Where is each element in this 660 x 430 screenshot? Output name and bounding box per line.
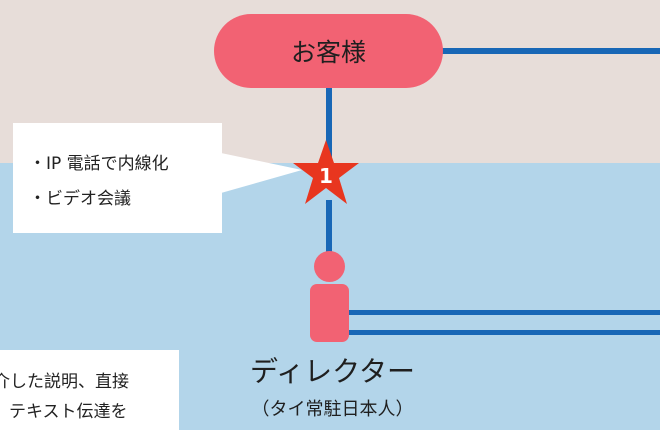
vertical-connector-upper bbox=[326, 80, 332, 170]
marker-number: 1 bbox=[319, 164, 333, 188]
director-connector-line-2 bbox=[347, 330, 660, 335]
director-connector-line-1 bbox=[347, 310, 660, 315]
callout-list: IP 電話で内線化 ビデオ会議 bbox=[13, 123, 222, 217]
star-marker-icon: 1 bbox=[293, 140, 359, 204]
director-subtitle: （タイ常駐日本人） bbox=[251, 399, 414, 420]
customer-connector-line bbox=[442, 48, 660, 54]
director-avatar-body bbox=[310, 284, 349, 342]
note-line-1: 介した説明、直接 bbox=[0, 372, 129, 392]
note-line-2: テキスト伝達を bbox=[9, 402, 128, 422]
director-name: ディレクター bbox=[250, 355, 415, 388]
customer-node: お客様 bbox=[214, 14, 443, 88]
callout-box: IP 電話で内線化 ビデオ会議 bbox=[13, 123, 222, 233]
vertical-connector-lower bbox=[326, 200, 332, 262]
customer-label: お客様 bbox=[290, 38, 366, 67]
callout-item: ビデオ会議 bbox=[29, 182, 222, 217]
director-avatar-head bbox=[314, 251, 345, 282]
callout-item: IP 電話で内線化 bbox=[29, 147, 222, 182]
note-box: 介した説明、直接 テキスト伝達を bbox=[0, 350, 179, 430]
